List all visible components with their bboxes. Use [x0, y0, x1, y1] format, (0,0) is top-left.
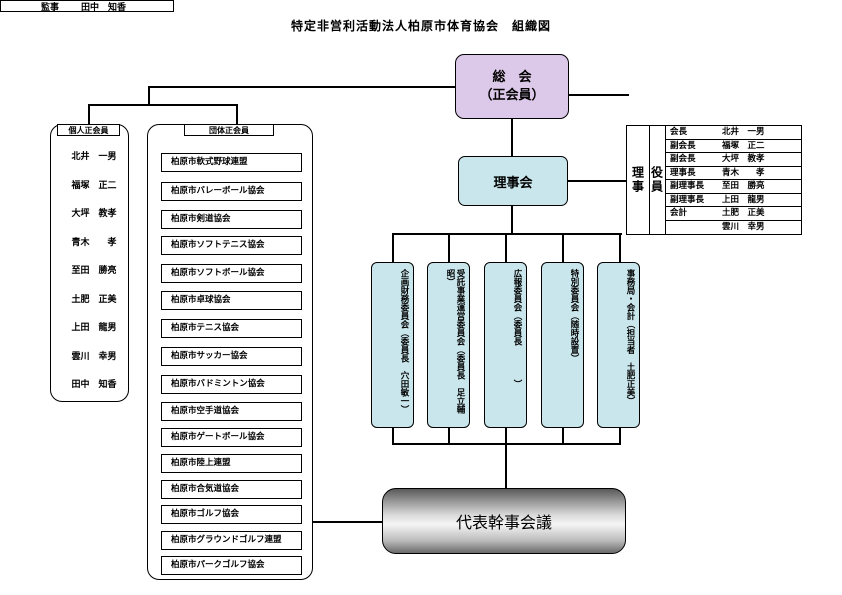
connector: [448, 233, 450, 263]
officer-name: 北井 一男: [722, 127, 765, 137]
table-row: 雲川 幸男: [666, 221, 802, 235]
connector: [392, 233, 622, 235]
general-assembly-node: 総 会 （正会員）: [455, 54, 569, 119]
connector: [392, 443, 621, 445]
connector: [88, 104, 238, 106]
connector: [392, 233, 394, 263]
officer-name: 大坪 教孝: [722, 154, 765, 164]
table-row: 会計 土肥 正美: [666, 207, 802, 221]
connector: [148, 86, 150, 106]
officer-name: 雲川 幸男: [722, 221, 765, 232]
connector: [568, 180, 627, 182]
table-row: 副理事長 上田 龍男: [666, 194, 802, 207]
officer-role: 副理事長: [670, 194, 705, 205]
committee-secretariat: 事務局・会計（担当者 土肥正美）: [597, 262, 640, 428]
officers-label-board: 理事: [627, 126, 650, 234]
list-item: 柏原市剣道協会: [161, 210, 302, 229]
connector: [562, 427, 564, 444]
connector: [312, 521, 383, 523]
officer-name: 至田 勝亮: [722, 181, 765, 191]
list-item: 田中 知香: [71, 380, 117, 390]
list-item: 青木 孝: [71, 237, 117, 248]
list-item: 至田 勝亮: [71, 266, 117, 276]
officer-role: 会計: [670, 208, 688, 218]
list-item: 柏原市ゲートボール協会: [161, 428, 302, 447]
board-node: 理事会: [458, 156, 568, 206]
officer-role: 理事長: [670, 167, 696, 178]
representative-council-node: 代表幹事会議: [382, 488, 626, 554]
list-item: 柏原市陸上連盟: [161, 454, 302, 473]
list-item: 柏原市軟式野球連盟: [161, 153, 302, 172]
officer-role: 副会長: [670, 154, 696, 164]
list-item: 柏原市ソフトボール協会: [161, 264, 302, 283]
list-item: 柏原市バレーボール協会: [161, 182, 302, 201]
committee-contract-business: 受託事業運営委員会（委員長 足立輔昭）: [427, 262, 470, 428]
group-members-title: 団体正会員: [184, 124, 274, 136]
list-item: 柏原市卓球協会: [161, 291, 302, 310]
connector: [448, 427, 450, 444]
list-item: 柏原市サッカー協会: [161, 347, 302, 366]
connector: [619, 233, 621, 263]
table-row: 副会長 大坪 教孝: [666, 153, 802, 167]
representative-council-label: 代表幹事会議: [455, 513, 552, 532]
table-row: 副理事長 至田 勝亮: [666, 180, 802, 194]
individual-members-panel: [50, 124, 129, 402]
list-item: 柏原市ソフトテニス協会: [161, 236, 302, 255]
officers-label-officers: 役員: [649, 126, 666, 234]
list-item: 大坪 教孝: [71, 209, 117, 219]
connector: [236, 104, 238, 124]
officers-table: 理事 役員 会長北井 一男 副会長福塚 正二 副会長大坪 教孝 理事長青木 孝 …: [626, 125, 802, 235]
auditor-box: 監事 田中 知香: [0, 0, 174, 13]
chart-title: 特定非営利活動法人柏原市体育協会 組織図: [290, 19, 551, 33]
connector: [505, 233, 507, 263]
list-item: 柏原市空手道協会: [161, 402, 302, 421]
officer-role: 副会長: [670, 140, 696, 151]
list-item: 北井 一男: [71, 152, 117, 162]
officer-role: 副理事長: [670, 181, 705, 191]
connector: [392, 427, 394, 444]
list-item: 上田 龍男: [71, 323, 117, 333]
connector: [619, 427, 621, 444]
officer-name: 上田 龍男: [722, 194, 765, 205]
connector: [511, 119, 513, 157]
table-row: 副会長 福塚 正二: [666, 140, 802, 153]
general-assembly-sublabel: （正会員）: [479, 87, 545, 103]
connector: [148, 86, 456, 88]
committee-special: 特別委員会（随時設置）: [541, 262, 584, 428]
committee-planning-finance: 企画財務委員会（委員長 穴田敏一）: [371, 262, 414, 428]
individual-members-title: 個人正会員: [57, 124, 120, 136]
officer-name: 土肥 正美: [722, 208, 765, 218]
connector: [569, 94, 629, 96]
list-item: 福塚 正二: [71, 180, 117, 191]
auditor-name: 田中 知香: [81, 2, 127, 13]
general-assembly-label: 総 会: [492, 69, 532, 85]
list-item: 柏原市テニス協会: [161, 319, 302, 338]
connector: [562, 233, 564, 263]
officer-name: 福塚 正二: [722, 140, 765, 151]
committee-public-relations: 広報委員会（委員長 ）: [484, 262, 527, 428]
connector: [511, 206, 513, 234]
table-row: 会長 北井 一男: [666, 126, 802, 140]
list-item: 柏原市バドミントン協会: [161, 375, 302, 394]
list-item: 雲川 幸男: [71, 351, 117, 362]
list-item: 柏原市グラウンドゴルフ連盟: [161, 531, 302, 550]
officer-name: 青木 孝: [722, 167, 765, 178]
officer-role: 会長: [670, 127, 688, 137]
auditor-role: 監事: [41, 2, 60, 13]
list-item: 柏原市ゴルフ協会: [161, 505, 302, 524]
list-item: 柏原市合気道協会: [161, 480, 302, 499]
table-row: 理事長 青木 孝: [666, 167, 802, 180]
connector: [505, 427, 507, 489]
individual-members-list: 北井 一男 福塚 正二 大坪 教孝 青木 孝 至田 勝亮 土肥 正美 上田 龍男…: [56, 150, 132, 407]
list-item: 土肥 正美: [71, 294, 117, 305]
connector: [88, 104, 90, 124]
board-label: 理事会: [493, 175, 533, 191]
list-item: 柏原市パークゴルフ協会: [161, 556, 302, 575]
